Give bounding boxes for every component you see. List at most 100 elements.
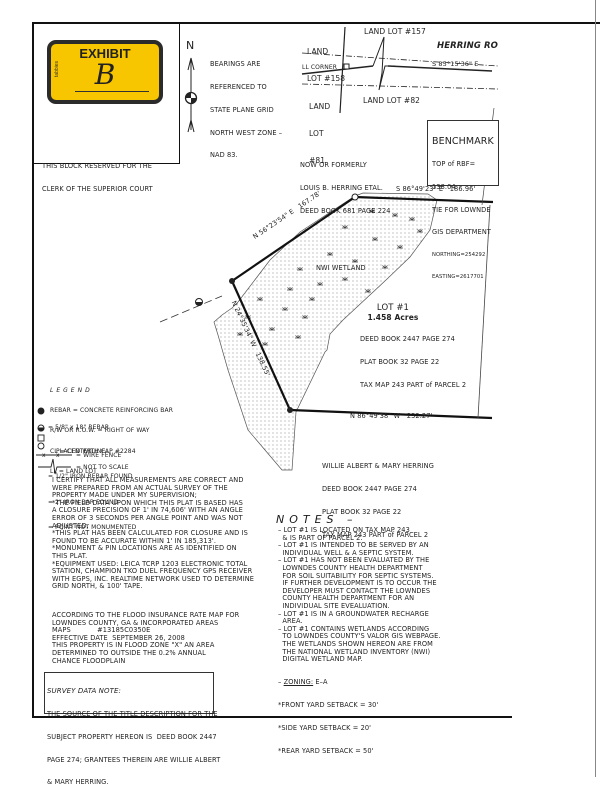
land-lot-158-label: LAND LOT #158 (307, 29, 345, 92)
certification-text: I CERTIFY THAT ALL MEASUREMENTS ARE CORR… (52, 476, 254, 591)
note-line: – LOT #1 CONTAINS WETLANDS ACCORDING (278, 624, 430, 633)
legend-rebar-found: = 1/2" IRON REBAR FOUND (48, 473, 133, 480)
flood-line: ACCORDING TO THE FLOOD INSURANCE RATE MA… (52, 611, 240, 619)
legend-abbreviation: CL = CENTERLINE (50, 447, 106, 455)
wetland-grass-icon (262, 342, 268, 346)
adjoiner-south: WILLIE ALBERT & MARY HERRING DEED BOOK 2… (322, 448, 434, 547)
legend-rebar-set-cap: PLACED WITH CAP #2284 (48, 447, 136, 455)
benchmark-line: EASTING=2617701 (432, 273, 484, 280)
note-line: – LOT #1 IS INTENDED TO BE SERVED BY AN (278, 541, 429, 550)
wetland-grass-icon (257, 297, 263, 301)
notes-title: NOTES – (276, 513, 358, 526)
sheet-border-bottom (32, 716, 512, 718)
lot-name: LOT #1 (376, 303, 410, 313)
lot-reference-line: PLAT BOOK 32 PAGE 22 (360, 357, 440, 366)
exhibit-underline (75, 91, 149, 92)
certification-line: *THE FIELD DATA UPON WHICH THIS PLAT IS … (52, 498, 243, 507)
wetland-label: NWI WETLAND (316, 264, 366, 272)
adjoiner-line: PLAT BOOK 32 PAGE 22 (322, 507, 402, 516)
wetland-grass-icon (342, 225, 348, 229)
legend-symbol-list: = 5/8" x 18" REBAR PLACED WITH CAP #2284… (48, 407, 136, 541)
wetland-grass-icon (352, 259, 358, 263)
legend-iron-bar-found: = 2" IRON BAR FOUND (48, 498, 119, 506)
north-label: N (186, 39, 195, 52)
flood-line: EFFECTIVE DATE SEPTEMBER 26, 2008 (52, 633, 185, 642)
note-line: THE WETLANDS SHOWN HEREON ARE FROM (278, 639, 433, 648)
exhibit-letter: B (94, 58, 116, 91)
land-lot-82-label: LAND LOT #82 (363, 96, 421, 105)
benchmark-box: BENCHMARK TOP of RBF= 138.04 TIE FOR LOW… (427, 120, 499, 280)
legend-abbreviation: LL = LAND LOT (50, 468, 97, 476)
wetland-grass-icon (365, 289, 371, 293)
east-lot-line (477, 204, 491, 419)
wetland-grass-icon (302, 315, 308, 319)
zoning-value: E–A (313, 678, 328, 687)
note-line: FOR SOIL SUITABILITY FOR SEPTIC SYSTEMS. (278, 571, 434, 580)
lot-boundary (230, 195, 494, 420)
land-lot-157-label: LAND LOT #157 (364, 27, 426, 36)
wetland-grass-icon (342, 277, 348, 281)
certification-line: THIS PLAT. (52, 551, 88, 560)
label-line: LOT (309, 129, 324, 138)
legend-abbreviation: REBAR = CONCRETE REINFORCING BAR (50, 406, 173, 414)
zoning-label: ZONING: (283, 678, 314, 687)
legend: LEGEND REBAR = CONCRETE REINFORCING BAR … (50, 374, 173, 483)
label-line: LOT #158 (307, 74, 346, 83)
setback-front: *FRONT YARD SETBACK = 30' (278, 700, 379, 709)
sheet-border-top (32, 22, 600, 24)
benchmark-line: GIS DEPARTMENT (432, 228, 491, 237)
rebar-set-icon (287, 407, 293, 413)
exhibit-sticker: tabbies EXHIBIT B (47, 40, 163, 104)
exhibit-title: EXHIBIT (79, 46, 131, 61)
point-not-monumented-icon (351, 193, 359, 201)
adjoiner-line: DEED BOOK 681 PAGE 224 (300, 206, 391, 215)
certification-line: *THIS PLAT HAS BEEN CALCULATED FOR CLOSU… (52, 529, 248, 538)
setback-side: *SIDE YARD SETBACK = 20' (278, 723, 372, 732)
survey-note-line: PAGE 274; GRANTEES THEREIN ARE WILLIE AL… (47, 755, 221, 764)
wetland-grass-icon (269, 327, 275, 331)
wetland-grass-icon (295, 335, 301, 339)
wetland-grass-icon (237, 332, 243, 336)
label-line: #81 (309, 156, 326, 165)
certification-line: I CERTIFY THAT ALL MEASUREMENTS ARE CORR… (52, 476, 244, 484)
legend-rebar-set: = 5/8" x 18" REBAR (48, 424, 110, 431)
flood-line: MAPS #13185C0350E (52, 626, 151, 635)
bearing-note-line: REFERENCED TO (210, 82, 267, 91)
flood-line: THIS PROPERTY IS IN FLOOD ZONE "X" AN AR… (52, 641, 215, 650)
lot-reference-line: TAX MAP 243 PART of PARCEL 2 (360, 380, 467, 389)
note-line: INDIVIDUAL WELL & A SEPTIC SYSTEM. (278, 548, 414, 557)
benchmark-line: 138.04 (432, 182, 456, 191)
wetland-grass-icon (287, 287, 293, 291)
adjoiner-line: LOUIS B. HERRING ETAL. (300, 183, 383, 192)
note-line: & IS PART OF PARCEL 2. (278, 533, 363, 542)
certification-line: GRID NORTH, & 100' TAPE. (52, 582, 143, 591)
lot-references: DEED BOOK 2447 PAGE 274 PLAT BOOK 32 PAG… (360, 321, 466, 397)
lot-area: 1.458 Acres (367, 313, 419, 322)
legend-wire-fence: = WIRE FENCE (76, 452, 122, 459)
survey-data-note (44, 672, 214, 714)
wetland-grass-icon (392, 213, 398, 217)
clerk-block (33, 23, 180, 164)
note-line: DIGITAL WETLAND MAP. (278, 655, 363, 664)
wetland-grass-icon (417, 229, 423, 233)
survey-note-line: SUBJECT PROPERTY HEREON IS DEED BOOK 244… (47, 732, 217, 741)
note-line: – LOT #1 IS IN A GROUNDWATER RECHARGE (278, 609, 429, 618)
wetland-grass-icon (372, 237, 378, 241)
adjoiner-line: WILLIE ALBERT & MARY HERRING (322, 462, 434, 471)
wetland-grass-icon (397, 245, 403, 249)
survey-note-text: SURVEY DATA NOTE: THE SOURCE OF THE TITL… (47, 673, 220, 795)
certification-line: ADJUSTED. (52, 521, 89, 530)
lot-reference-line: DEED BOOK 2447 PAGE 274 (360, 335, 455, 344)
sheet-border-left (32, 22, 34, 717)
rebar-set-icon (229, 278, 235, 284)
survey-note-line: THE SOURCE OF THE TITLE DESCRIPTION FOR … (47, 709, 218, 718)
adjoiner-line: NOW OR FORMERLY (300, 161, 367, 170)
zoning: – ZONING: E–A *FRONT YARD SETBACK = 30' … (278, 678, 379, 755)
legend-abbreviation: R/W OR R.O.W. = RIGHT OF WAY (50, 427, 150, 435)
benchmark-line: TIE FOR LOWNDE (432, 205, 491, 214)
wetland-grass-icon (282, 307, 288, 311)
wetland-grass-icon (409, 217, 415, 221)
survey-note-title: SURVEY DATA NOTE: (47, 687, 121, 696)
iron-rebar-found-icon (195, 298, 203, 306)
caption-line: THIS BLOCK RESERVED FOR THE (42, 162, 153, 171)
